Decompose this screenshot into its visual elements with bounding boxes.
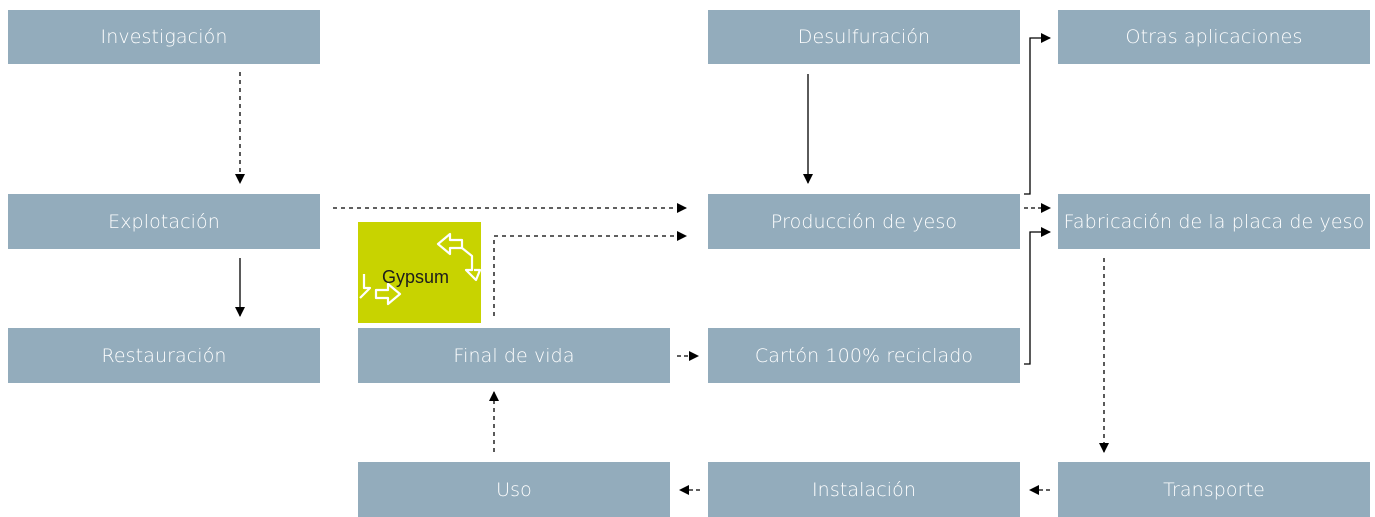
node-final-de-vida-label: Final de vida	[453, 344, 575, 367]
recycle-arrows-icon	[359, 232, 481, 306]
gypsum-logo: Gypsum	[358, 222, 481, 323]
node-uso: Uso	[358, 462, 670, 517]
node-explotacion: Explotación	[8, 194, 320, 249]
node-restauracion-label: Restauración	[101, 344, 227, 367]
arrow-finaldevida-produccion	[493, 231, 687, 316]
node-fabricacion-placa-label: Fabricación de la placa de yeso	[1063, 210, 1365, 233]
node-instalacion: Instalación	[708, 462, 1020, 517]
node-explotacion-label: Explotación	[108, 210, 220, 233]
node-otras-aplicaciones: Otras aplicaciones	[1058, 10, 1370, 64]
node-transporte: Transporte	[1058, 462, 1370, 517]
node-produccion-de-yeso-label: Producción de yeso	[770, 210, 958, 233]
logo-text: Gypsum	[382, 267, 450, 287]
node-investigacion: Investigación	[8, 10, 320, 64]
arrow-carton-fabricacion	[1024, 227, 1051, 365]
node-investigacion-label: Investigación	[100, 26, 228, 48]
node-carton-reciclado-label: Cartón 100% reciclado	[754, 344, 974, 367]
node-desulfuracion: Desulfuración	[708, 10, 1020, 64]
node-transporte-label: Transporte	[1163, 478, 1265, 501]
node-uso-label: Uso	[496, 478, 532, 501]
arrow-produccion-otrasaplicaciones	[1024, 33, 1051, 195]
node-carton-reciclado: Cartón 100% reciclado	[708, 328, 1020, 383]
node-otras-aplicaciones-label: Otras aplicaciones	[1125, 26, 1303, 48]
node-desulfuracion-label: Desulfuración	[797, 26, 931, 48]
node-final-de-vida: Final de vida	[358, 328, 670, 383]
node-produccion-de-yeso: Producción de yeso	[708, 194, 1020, 249]
node-restauracion: Restauración	[8, 328, 320, 383]
node-instalacion-label: Instalación	[811, 478, 917, 501]
node-fabricacion-placa: Fabricación de la placa de yeso	[1058, 194, 1370, 249]
